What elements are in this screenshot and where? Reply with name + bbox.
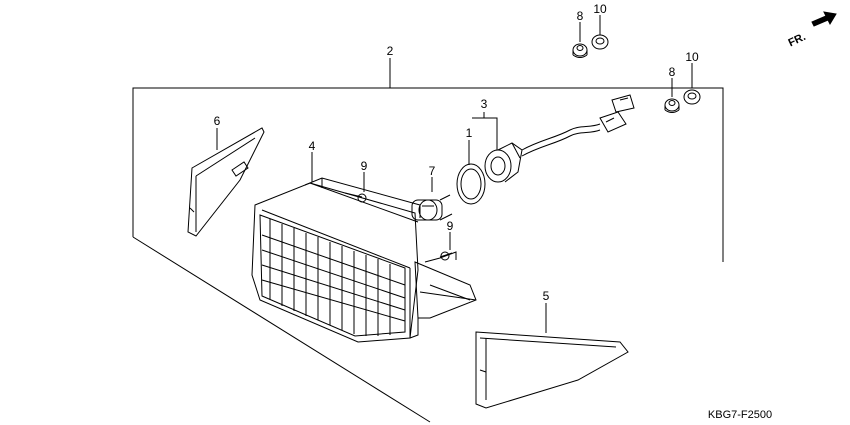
label-part-7: 7	[429, 164, 436, 178]
diagram-code: KBG7-F2500	[708, 409, 772, 421]
label-part-6: 6	[214, 114, 221, 128]
label-part-9-lower: 9	[447, 219, 454, 233]
leader-3	[472, 117, 498, 150]
assembly-frame-edge	[132, 236, 431, 423]
bulb	[411, 194, 453, 221]
front-direction-label: FR.	[787, 31, 808, 49]
screw-lower	[439, 251, 453, 261]
gasket-ring	[456, 163, 486, 205]
label-part-10-upper: 10	[593, 2, 607, 16]
label-part-8-lower: 8	[669, 65, 676, 79]
front-arrow-icon	[811, 11, 837, 27]
socket-harness	[484, 94, 635, 183]
nut-10a	[591, 34, 609, 50]
assembly-frame	[132, 87, 724, 262]
grommet-8a	[572, 43, 588, 58]
nut-10b	[683, 89, 701, 105]
label-part-4: 4	[309, 139, 316, 153]
label-part-1: 1	[466, 126, 473, 140]
label-part-10-lower: 10	[685, 50, 699, 64]
label-part-9-upper: 9	[361, 159, 368, 173]
lamp-lens	[251, 177, 477, 343]
screw-upper	[344, 192, 367, 203]
label-part-5: 5	[543, 289, 550, 303]
label-part-8-upper: 8	[577, 9, 584, 23]
side-reflector-left	[187, 127, 265, 237]
side-reflector-bottom	[475, 331, 629, 409]
label-part-2: 2	[387, 44, 394, 58]
label-part-3: 3	[481, 97, 488, 111]
grommet-8b	[664, 98, 680, 113]
